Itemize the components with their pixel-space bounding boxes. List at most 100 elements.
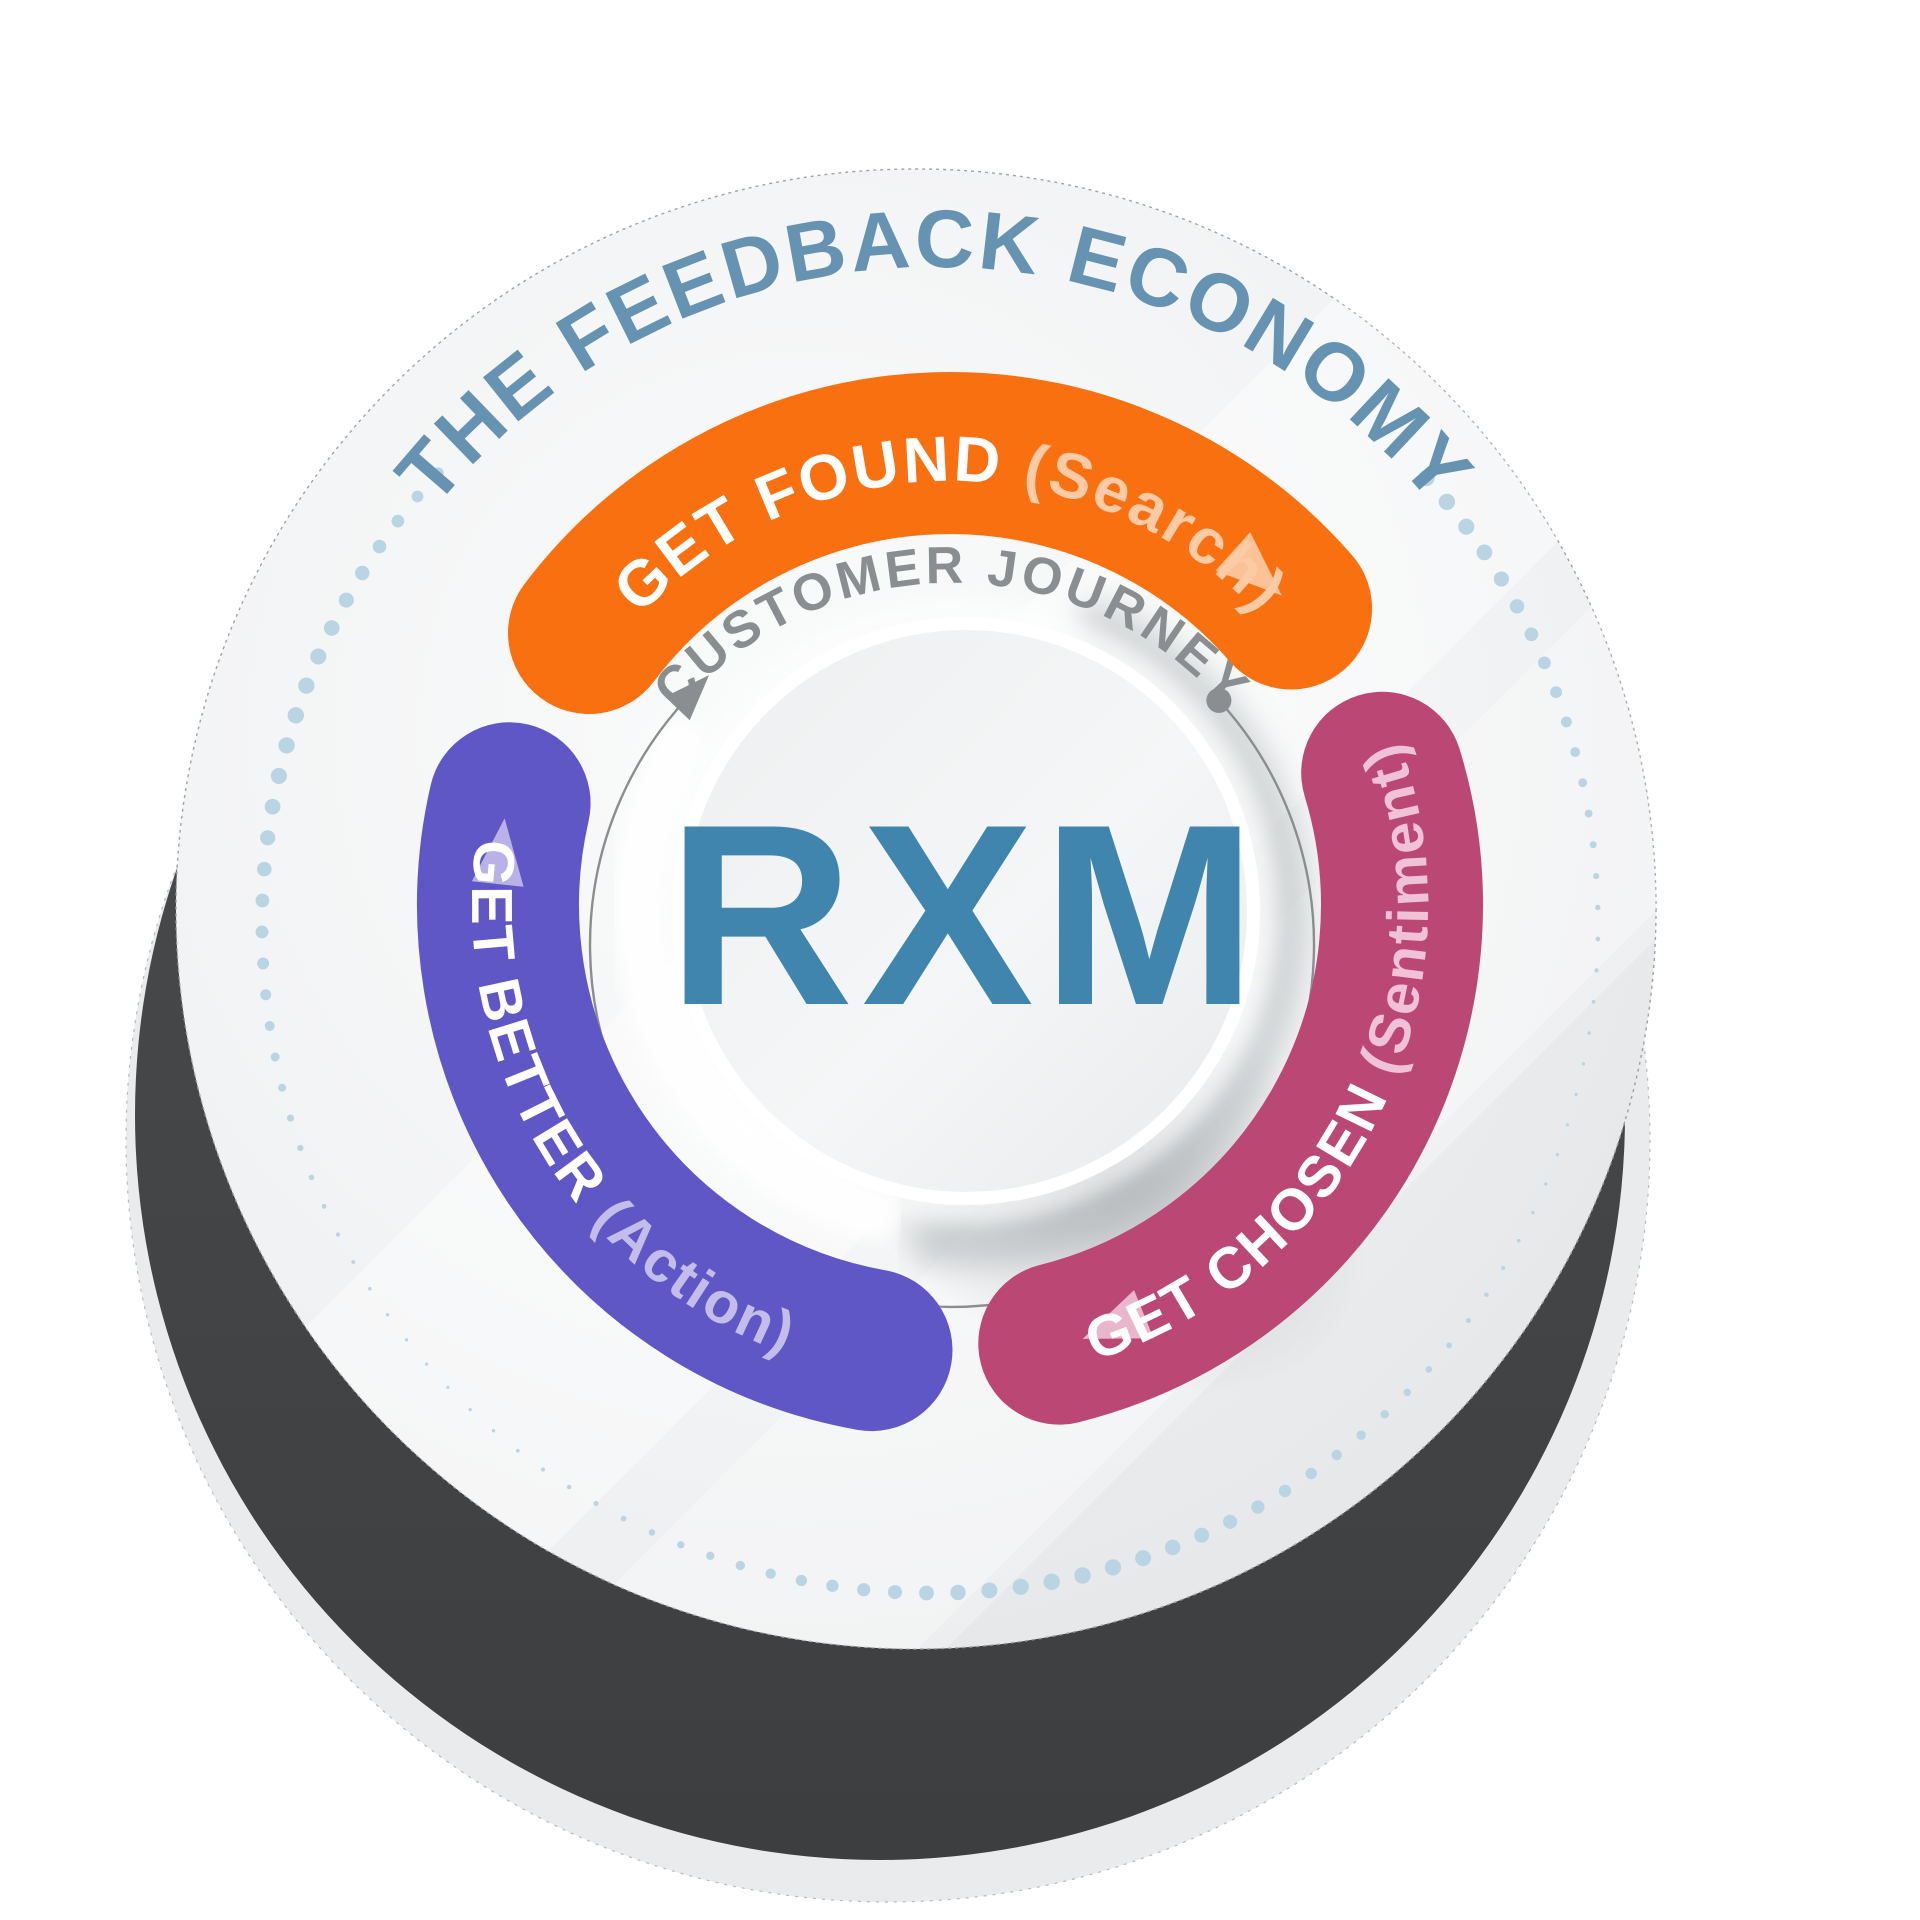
arc-get-chosen: GET CHOSEN (Sentiment) (978, 691, 1483, 1425)
ring-dot (1501, 1265, 1506, 1271)
ring-dot (257, 861, 272, 877)
ring-dot (255, 925, 269, 939)
rxm-logo: RXM (667, 770, 1264, 1059)
ring-dot (404, 1338, 409, 1342)
ring-dot (1584, 809, 1593, 818)
ring-dot (257, 957, 270, 970)
ring-dot (1493, 571, 1509, 587)
journey-ring (588, 694, 1316, 1309)
ring-dot (1538, 656, 1551, 670)
ring-dot (1380, 1410, 1389, 1419)
ring-dot (620, 1515, 627, 1522)
ring-dot (1560, 716, 1572, 728)
arc-arrow-icon-get-found (1215, 532, 1282, 596)
ring-dot (278, 1083, 287, 1092)
ring-dot (270, 1052, 280, 1062)
ring-dot (308, 1174, 315, 1181)
ring-dot (1476, 544, 1493, 561)
ring-dot (1438, 493, 1456, 511)
ring-dot (765, 1568, 776, 1579)
ring-dot (491, 1429, 496, 1433)
ring-dot (286, 1114, 295, 1122)
ring-dot (297, 1144, 304, 1152)
ring-dot (1223, 1514, 1238, 1529)
arc-band-get-chosen (978, 691, 1483, 1425)
ring-dot (1544, 1182, 1548, 1186)
ring-dot (1555, 1153, 1559, 1157)
ring-dot (919, 1585, 934, 1601)
ring-dot (1578, 778, 1588, 788)
ring-dot (425, 1362, 429, 1366)
ring-dot (1591, 999, 1596, 1004)
ring-dot (321, 1203, 327, 1209)
ring-dot (323, 620, 340, 636)
ring-dot (411, 490, 424, 503)
ring-dot (1509, 599, 1525, 614)
ring-dot (1595, 904, 1601, 911)
ring-dot (351, 1260, 356, 1264)
ring-dot (1403, 1388, 1412, 1397)
ring-dot (287, 707, 304, 724)
ring-dot (1104, 1559, 1122, 1576)
ring-dot (677, 1541, 685, 1549)
ring-dot (735, 1560, 745, 1571)
ring-dot (1570, 747, 1581, 758)
ring-dot (270, 767, 287, 784)
ring-dot (1574, 1092, 1578, 1097)
ring-dot (1194, 1527, 1210, 1543)
ring-dot (1446, 1342, 1452, 1349)
ring-dot (648, 1529, 656, 1536)
ring-dot (1565, 1123, 1569, 1127)
ring-dot (1305, 1467, 1317, 1480)
ring-dot (385, 1313, 390, 1317)
ring-dot (857, 1583, 871, 1597)
ring-dot (1550, 686, 1563, 699)
ring-dot (372, 539, 387, 554)
ring-dot (1465, 1317, 1471, 1324)
ring-dot (264, 798, 281, 815)
ring-dot (706, 1551, 715, 1560)
ring-dot (338, 592, 354, 608)
ring-dot (335, 1232, 341, 1237)
ring-dot (1589, 841, 1597, 849)
ring-dot (1458, 518, 1475, 535)
dotted-ring (255, 467, 1601, 1601)
arc-arrow-icon-get-chosen (1082, 1290, 1154, 1339)
ring-dot (1135, 1550, 1152, 1567)
ring-dot (1581, 1062, 1586, 1066)
ring-dot (355, 565, 370, 581)
ring-dot (446, 1385, 450, 1389)
ring-dot (1331, 1449, 1342, 1461)
ring-dot (1594, 968, 1599, 973)
ring-dot (260, 989, 272, 1001)
arc-arrow-icon-get-better (471, 818, 524, 887)
ring-dot (1012, 1578, 1029, 1595)
ring-dot (1593, 873, 1600, 880)
ring-dot (1524, 627, 1539, 642)
journey-arrow-icon (665, 675, 710, 721)
ring-dot (1251, 1500, 1265, 1514)
ring-dot (515, 1448, 520, 1453)
ring-dot (541, 1467, 545, 1472)
ring-dot (1164, 1539, 1181, 1556)
journey-end-dot (1206, 687, 1232, 713)
ring-dot (795, 1574, 808, 1587)
ring-dot (1595, 936, 1601, 942)
arc-band-get-found (508, 372, 1373, 714)
ring-dot (432, 467, 444, 479)
ring-dot (1074, 1567, 1091, 1584)
ring-dot (1516, 1238, 1521, 1243)
ring-dot (264, 1021, 275, 1031)
ring-dot (981, 1582, 998, 1599)
ring-dot (887, 1585, 903, 1600)
ring-dot (468, 1407, 472, 1412)
ring-dot (1587, 1031, 1591, 1035)
ring-dot (1356, 1430, 1366, 1440)
ring-dot (826, 1579, 839, 1592)
ring-dot (593, 1500, 599, 1507)
ring-dot (1531, 1210, 1535, 1215)
ring-dot (1043, 1573, 1060, 1590)
ring-dot (950, 1584, 966, 1601)
